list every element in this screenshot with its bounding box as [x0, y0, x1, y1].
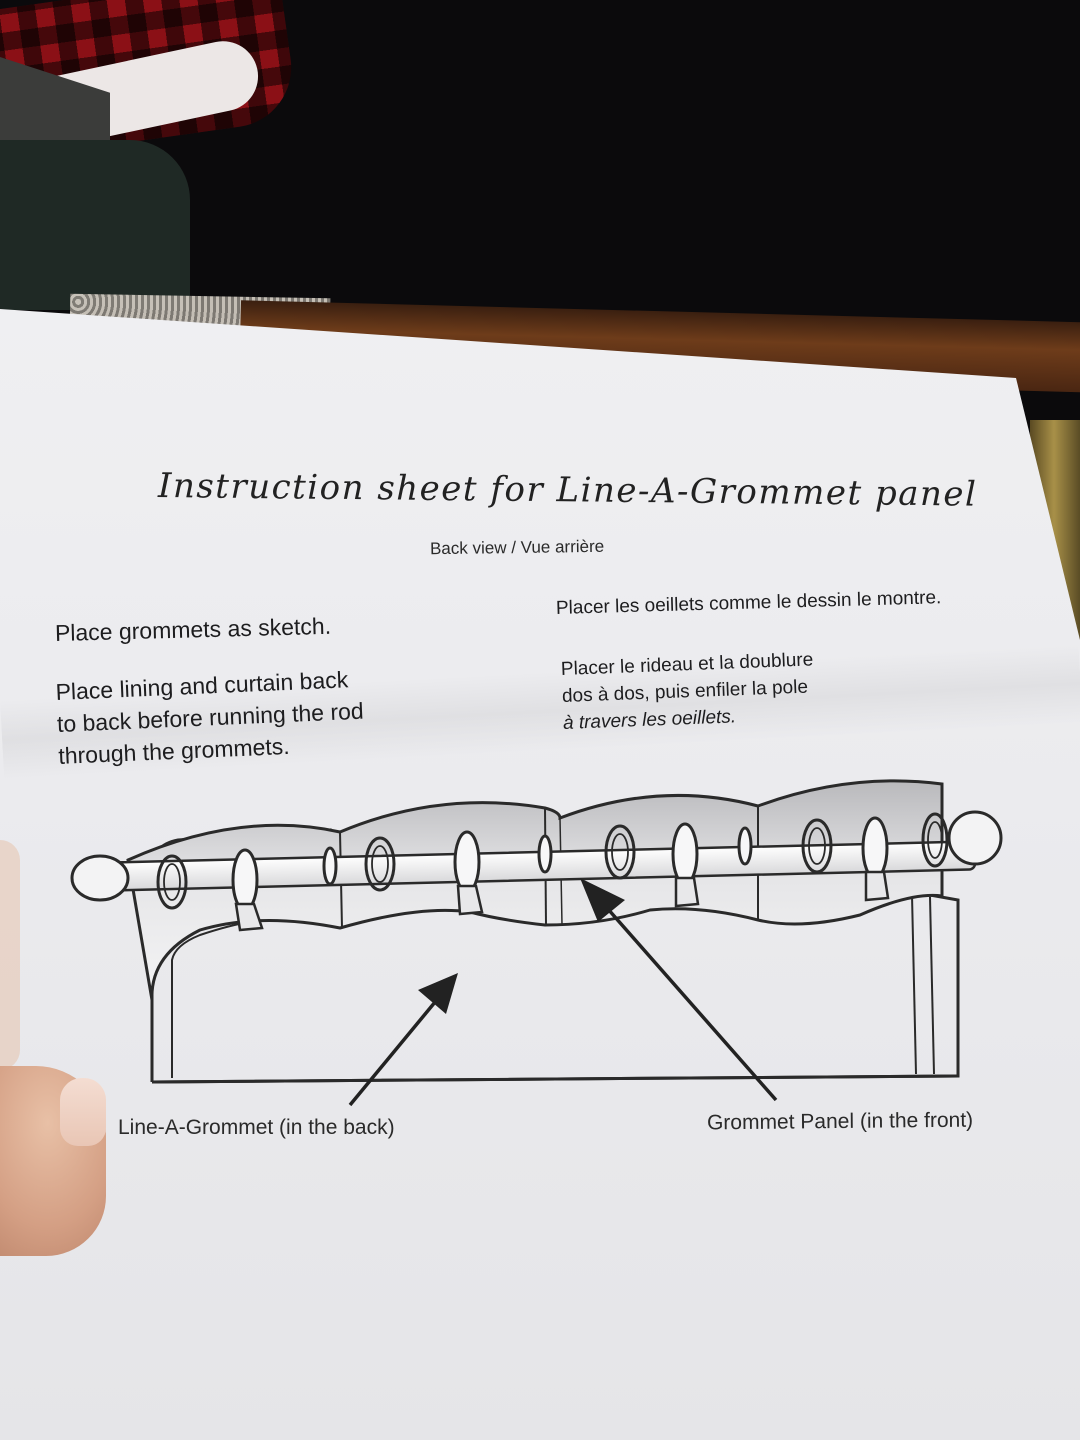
grommet	[604, 824, 636, 880]
label-grommet-panel: Grommet Panel (in the front)	[706, 1108, 974, 1135]
grommet	[156, 854, 188, 910]
lining-ring	[737, 826, 753, 866]
grommet	[801, 818, 833, 874]
front-grommets-inner	[163, 821, 943, 901]
lining-ring	[453, 830, 481, 894]
lining-ring	[231, 848, 259, 912]
grommet-inner	[163, 863, 181, 901]
lining-ring	[671, 822, 699, 886]
panel-right-edge-inner	[929, 896, 935, 1075]
lining-rings	[231, 816, 889, 912]
front-grommets	[156, 812, 949, 910]
grommet-inner	[808, 827, 826, 865]
ring-clip	[234, 902, 264, 932]
lining-inner-edge	[171, 921, 251, 1078]
rod-finial-right	[947, 810, 1003, 866]
ring-clip	[456, 884, 484, 916]
ring-clips	[234, 870, 890, 932]
grommet	[921, 812, 949, 868]
panel-right-edge	[911, 894, 917, 1075]
lining-ring	[322, 846, 338, 886]
hem-line	[151, 1074, 959, 1084]
green-object	[0, 140, 190, 310]
label-line-a-grommet: Line-A-Grommet (in the back)	[118, 1116, 395, 1139]
lining-ring	[537, 834, 553, 874]
grommet-inner	[611, 833, 629, 871]
lining-ring	[861, 816, 889, 880]
grommet-panel	[126, 779, 944, 1001]
rod-finial-left	[70, 854, 130, 902]
grommet-inner	[927, 821, 943, 859]
arrow-grommet-panel	[580, 878, 778, 1102]
ring-clip	[864, 870, 890, 902]
grommet	[364, 836, 396, 892]
thumbnail-nail	[60, 1078, 106, 1146]
left-finger-shadow	[0, 840, 20, 1070]
ring-clip	[674, 876, 700, 908]
arrow-line-a-grommet	[348, 973, 458, 1107]
grommet-inner	[371, 845, 389, 883]
